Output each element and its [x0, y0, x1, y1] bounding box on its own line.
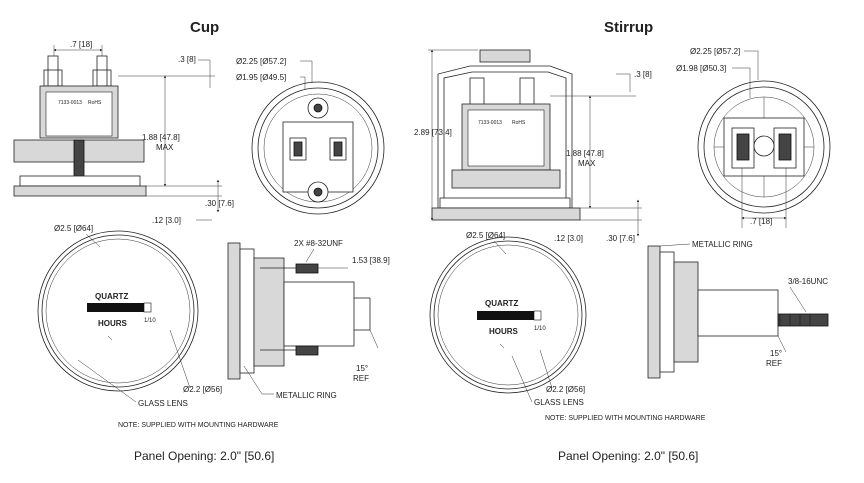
stirrup-tenth-label: 1/10	[534, 326, 546, 332]
stirrup-housing-label: 7133-0013	[478, 120, 502, 126]
cup-rear-view: Ø2.25 [Ø57.2] Ø1.95 [Ø49.5]	[236, 57, 385, 215]
stirrup-rear-view: Ø2.25 [Ø57.2] Ø1.98 [Ø50.3] .7 [18]	[676, 47, 831, 228]
stirrup-rear-dia-outer: Ø2.25 [Ø57.2]	[690, 47, 740, 56]
stirrup-rear-dim-terminal: .7 [18]	[750, 217, 772, 226]
stirrup-rear-dia-inner: Ø1.98 [Ø50.3]	[676, 64, 726, 73]
cup-dim-terminal: .7 [18]	[70, 40, 92, 49]
stirrup-bracket	[437, 65, 573, 210]
stirrup-angle: 15°	[770, 349, 782, 358]
stirrup-ring	[647, 245, 661, 379]
stirrup-metallic-ring: METALLIC RING	[692, 240, 753, 249]
cup-stud-lower	[295, 345, 319, 356]
stirrup-side-profile: METALLIC RING 3/8-16UNC 15° REF	[647, 240, 829, 379]
stirrup-bezel-outer	[429, 236, 587, 394]
cup-rear-dia-outer: Ø2.25 [Ø57.2]	[236, 57, 286, 66]
stirrup-dim-height-max: MAX	[578, 159, 596, 168]
cup-dim-height-max: MAX	[156, 143, 174, 152]
cup-bezel-outer	[37, 230, 199, 392]
stirrup-section: Stirrup 7133-0013 RoHS 2.89 [73.4] .3 [8…	[414, 19, 831, 463]
cup-note: NOTE: SUPPLIED WITH MOUNTING HARDWARE	[118, 422, 279, 429]
stirrup-brand: QUARTZ	[485, 299, 518, 308]
cup-side-profile: 2X #8-32UNF 1.53 [38.9] 15° REF METALLIC…	[227, 239, 390, 400]
cup-brand: QUARTZ	[95, 292, 128, 301]
cup-housing-rohs: RoHS	[88, 100, 102, 106]
cup-counter-display	[87, 303, 147, 312]
cup-panel-opening: Panel Opening: 2.0" [50.6]	[134, 449, 274, 463]
stirrup-panel-opening: Panel Opening: 2.0" [50.6]	[558, 449, 698, 463]
cup-section: Cup 7133-0013 RoHS .7 [18] .3 [8]	[13, 19, 390, 463]
cup-terminal-left	[47, 55, 59, 87]
cup-hours-label: HOURS	[98, 319, 128, 328]
cup-side-view: 7133-0013 RoHS .7 [18] .3 [8] 1.88 [47.8…	[13, 40, 234, 225]
stirrup-dim-top: .3 [8]	[634, 70, 652, 79]
cup-angle-ref: REF	[353, 374, 369, 383]
cup-rear-dia-inner: Ø1.95 [Ø49.5]	[236, 73, 286, 82]
stirrup-angle-ref: REF	[766, 359, 782, 368]
stirrup-dim-height: 1.88 [47.8]	[566, 149, 604, 158]
stirrup-bezel	[431, 207, 581, 221]
stirrup-title: Stirrup	[604, 19, 653, 36]
stirrup-glass-lens: GLASS LENS	[534, 398, 584, 407]
stirrup-dim-flange: .30 [7.6]	[606, 234, 635, 243]
cup-tenth-label: 1/10	[144, 318, 156, 324]
stirrup-front-dia-bottom: Ø2.2 [Ø56]	[546, 385, 585, 394]
cup-dim-flange: .30 [7.6]	[205, 199, 234, 208]
cup-dim-top: .3 [8]	[178, 55, 196, 64]
cup-stud-upper	[295, 263, 319, 274]
cup-bezel	[13, 185, 147, 197]
cup-flange	[19, 175, 141, 187]
stirrup-dim-base: .12 [3.0]	[554, 234, 583, 243]
cup-depth: 1.53 [38.9]	[352, 256, 390, 265]
stirrup-housing-rohs: RoHS	[512, 120, 526, 126]
cup-front-dia-bottom: Ø2.2 [Ø56]	[183, 385, 222, 394]
stirrup-counter-display	[477, 311, 537, 320]
stirrup-front-view: Ø2.5 [Ø64] QUARTZ HOURS 1/10 Ø2.2 [Ø56] …	[429, 231, 587, 407]
cup-dim-base: .12 [3.0]	[152, 216, 181, 225]
stirrup-hours-label: HOURS	[489, 327, 519, 336]
stirrup-note: NOTE: SUPPLIED WITH MOUNTING HARDWARE	[545, 415, 706, 422]
stirrup-thread: 3/8-16UNC	[788, 277, 828, 286]
cup-terminal-right	[96, 55, 108, 87]
cup-angle: 15°	[356, 364, 368, 373]
stirrup-dim-overall: 2.89 [73.4]	[414, 128, 452, 137]
cup-front-view: Ø2.5 [Ø64] QUARTZ HOURS 1/10 Ø2.2 [Ø56] …	[37, 224, 222, 408]
cup-housing-label: 7133-0013	[58, 100, 82, 106]
cup-metallic-ring: METALLIC RING	[276, 391, 337, 400]
cup-title: Cup	[190, 19, 219, 36]
cup-dim-height: 1.88 [47.8]	[142, 133, 180, 142]
cup-studs: 2X #8-32UNF	[294, 239, 343, 248]
stirrup-side-view: 7133-0013 RoHS 2.89 [73.4] .3 [8] 1.88 […	[414, 49, 652, 243]
stirrup-front-dia-top: Ø2.5 [Ø64]	[466, 231, 505, 240]
stirrup-cap	[479, 49, 531, 63]
cup-ring	[227, 242, 241, 380]
cup-front-dia-top: Ø2.5 [Ø64]	[54, 224, 93, 233]
stirrup-threaded-stud	[777, 313, 829, 327]
cup-glass-lens: GLASS LENS	[138, 399, 188, 408]
